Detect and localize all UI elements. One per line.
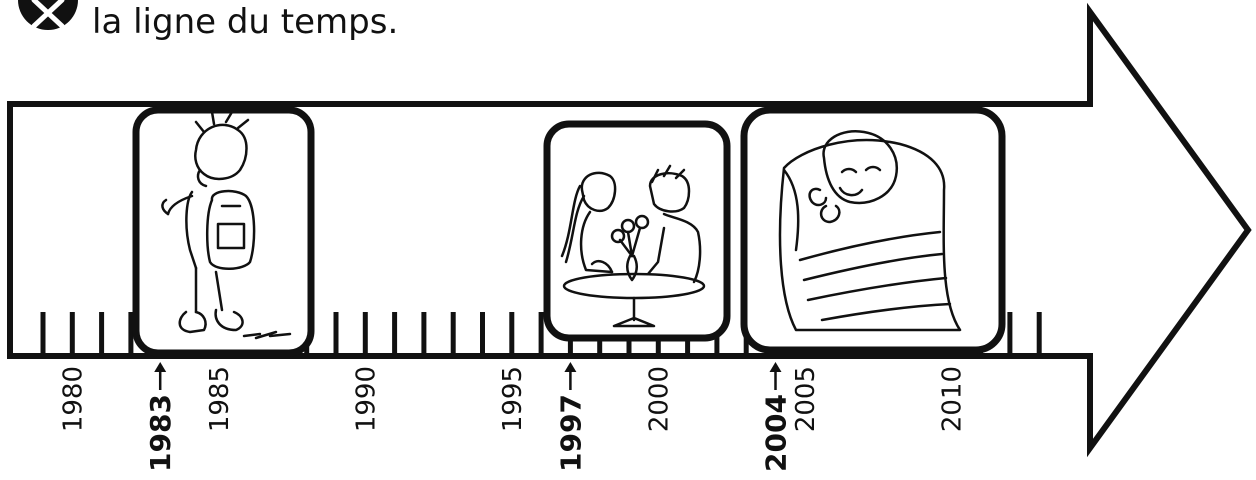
year-label-2000: 2000 (644, 366, 674, 432)
instruction-text: la ligne du temps. (92, 2, 399, 42)
year-label-2005: 2005 (791, 366, 821, 432)
baby-icon (778, 129, 962, 332)
year-label-2010: 2010 (937, 366, 967, 432)
event-label-2004: 2004 (760, 394, 793, 472)
year-label-1985: 1985 (205, 366, 235, 432)
year-label-1995: 1995 (498, 366, 528, 432)
year-label-1980: 1980 (58, 366, 88, 432)
event-labels: 1983 1997 2004 (144, 362, 793, 472)
year-label-1990: 1990 (351, 366, 381, 432)
child-icon (161, 110, 292, 340)
event-label-1997: 1997 (554, 394, 587, 472)
year-labels: 1980 1985 1990 1995 2000 2005 2010 (58, 366, 967, 432)
event-marker-2004: 2004 (760, 362, 793, 472)
event-arrowhead-1983 (154, 362, 167, 372)
event-arrowhead-1997 (564, 362, 577, 372)
event-marker-1983: 1983 (144, 362, 177, 472)
picture-couple (543, 120, 731, 342)
event-marker-1997: 1997 (554, 362, 587, 472)
couple-icon (560, 164, 706, 328)
event-arrowhead-2004 (769, 362, 782, 372)
event-label-1983: 1983 (144, 394, 177, 472)
picture-baby (740, 106, 1006, 354)
picture-child (132, 106, 315, 357)
